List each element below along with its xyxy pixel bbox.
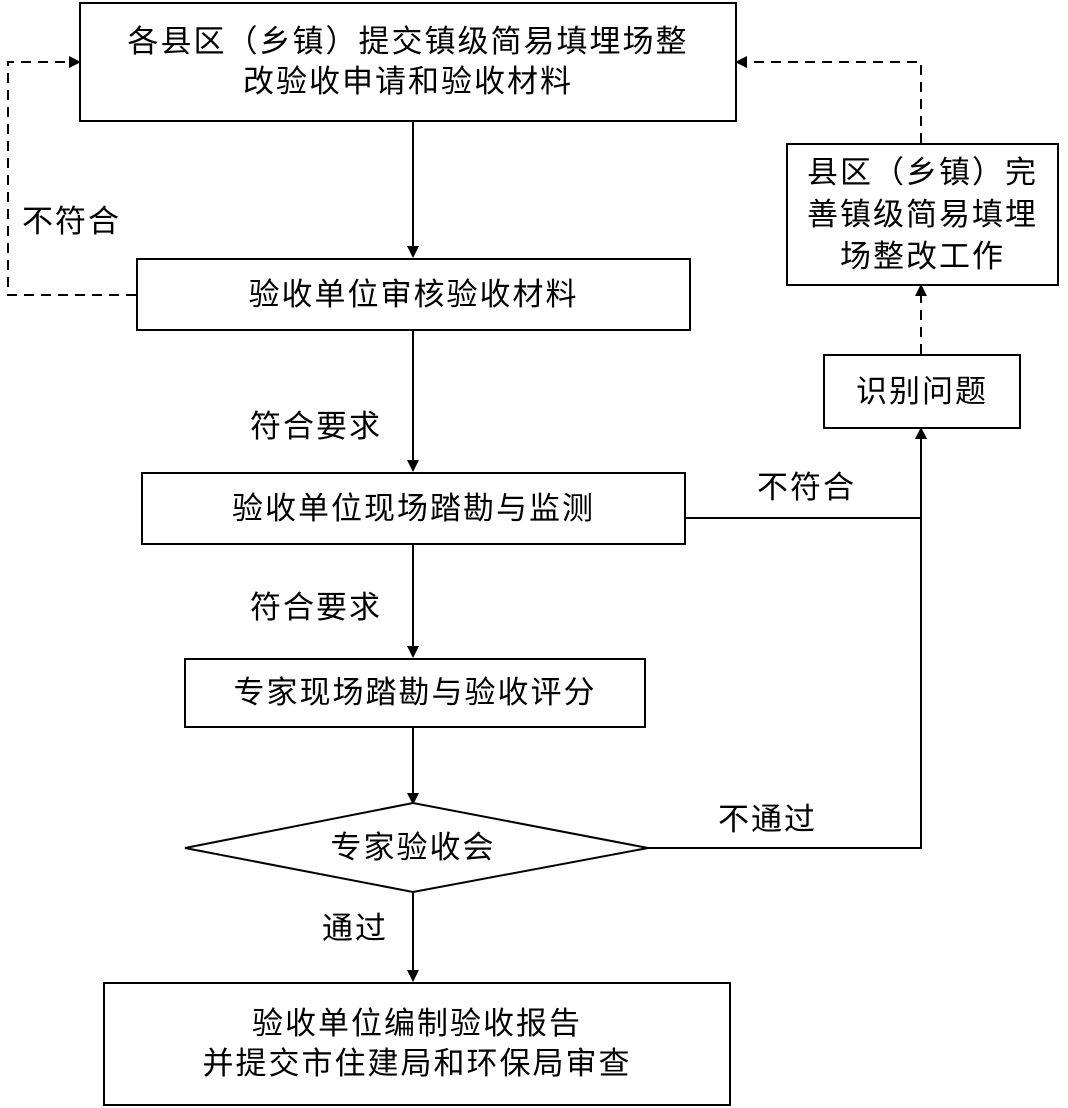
dashed-improve-back-to-submit bbox=[735, 56, 922, 143]
node-survey-text: 验收单位现场踏勘与监测 bbox=[232, 490, 595, 527]
node-submit-line-2: 改验收申请和验收材料 bbox=[243, 64, 573, 100]
node-report-line-2: 并提交市住建局和环保局审查 bbox=[202, 1046, 632, 1082]
decision-diamond-meeting bbox=[184, 801, 649, 894]
label-meeting-fail: 不通过 bbox=[718, 802, 817, 838]
node-improve-line-3: 场整改工作 bbox=[840, 238, 1005, 275]
arrow-meeting-to-identify bbox=[648, 427, 927, 849]
node-improve-work: 县区（乡镇）完 善镇级简易填埋 场整改工作 bbox=[786, 143, 1059, 286]
label-review-pass: 符合要求 bbox=[250, 409, 382, 445]
node-improve-line-2: 善镇级简易填埋 bbox=[807, 196, 1038, 233]
node-identify-text: 识别问题 bbox=[856, 373, 988, 410]
label-survey-pass: 符合要求 bbox=[250, 590, 382, 626]
node-expert-scoring: 专家现场踏勘与验收评分 bbox=[184, 658, 646, 728]
node-review-materials: 验收单位审核验收材料 bbox=[136, 258, 691, 331]
node-submit-line-1: 各县区（乡镇）提交镇级简易填埋场整 bbox=[127, 24, 689, 60]
node-review-text: 验收单位审核验收材料 bbox=[248, 276, 579, 313]
dashed-review-back-to-submit bbox=[7, 56, 136, 296]
node-site-survey: 验收单位现场踏勘与监测 bbox=[141, 472, 686, 545]
label-meeting-pass: 通过 bbox=[322, 911, 388, 947]
node-expert-meeting-text: 专家验收会 bbox=[330, 830, 496, 866]
node-expert-text: 专家现场踏勘与验收评分 bbox=[233, 675, 597, 711]
label-survey-fail: 不符合 bbox=[757, 470, 856, 506]
node-identify-problems: 识别问题 bbox=[823, 354, 1021, 429]
node-report-line-1: 验收单位编制验收报告 bbox=[252, 1006, 582, 1042]
node-acceptance-report: 验收单位编制验收报告 并提交市住建局和环保局审查 bbox=[103, 982, 731, 1106]
node-submit-application: 各县区（乡镇）提交镇级简易填埋场整 改验收申请和验收材料 bbox=[79, 2, 737, 122]
node-improve-line-1: 县区（乡镇）完 bbox=[807, 154, 1038, 191]
label-review-fail: 不符合 bbox=[22, 204, 121, 240]
